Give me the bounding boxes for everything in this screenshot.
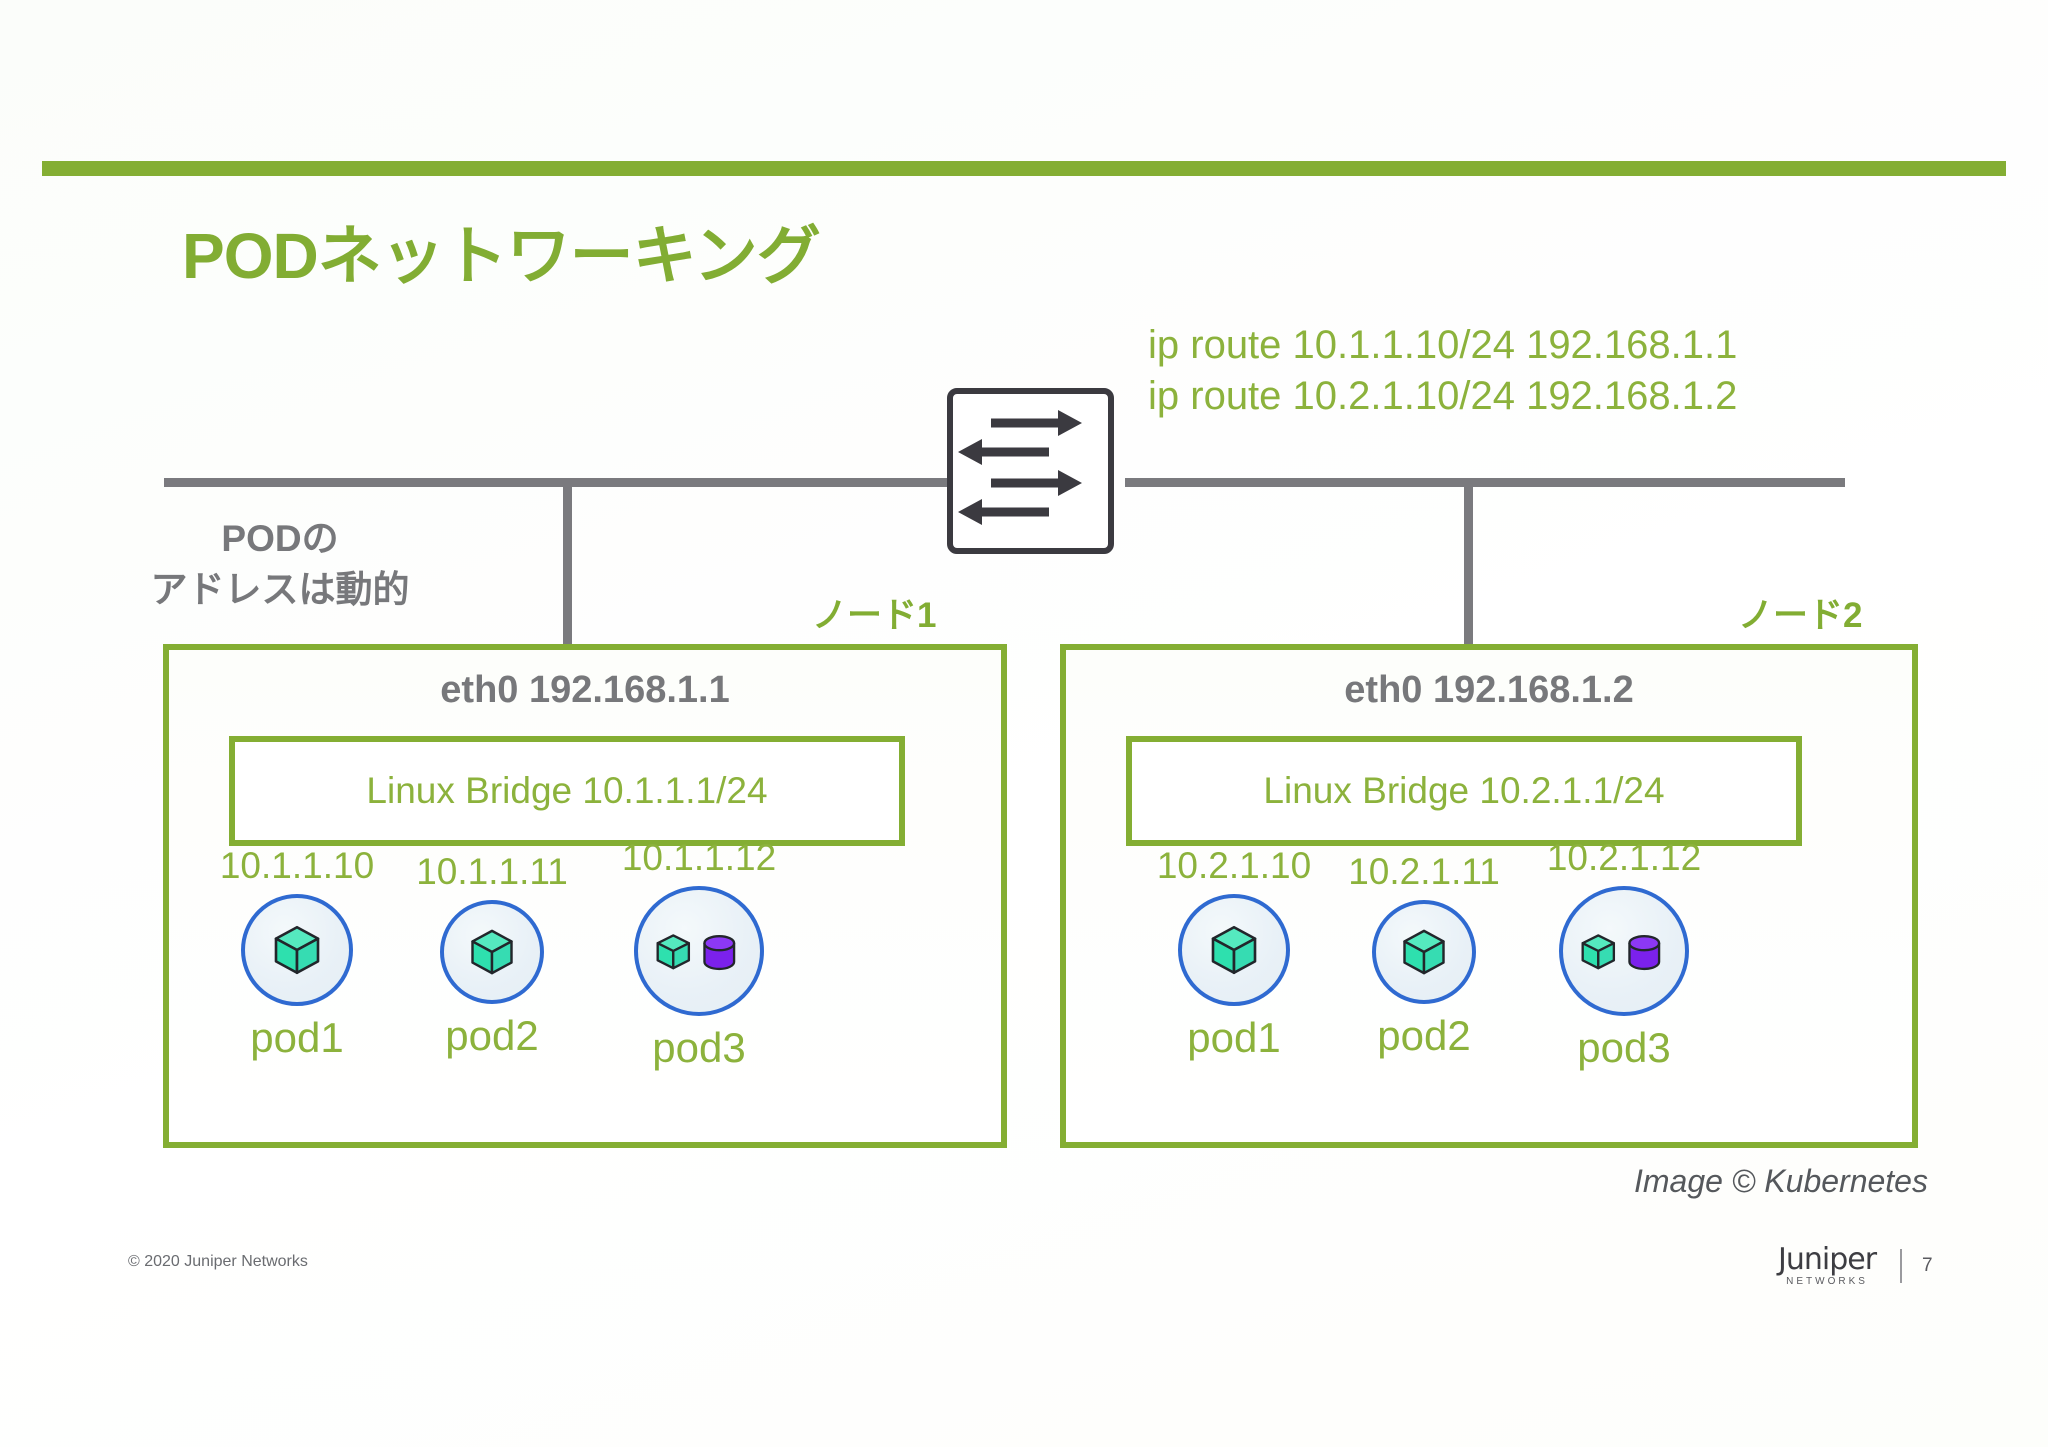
network-bus-left — [164, 478, 954, 487]
node2-pod-3-ip: 10.2.1.12 — [1546, 837, 1702, 878]
node2-pod-1-name: pod1 — [1187, 1014, 1281, 1061]
node1-pod-3-circle — [634, 886, 764, 1016]
copyright-notice: © 2020 Juniper Networks — [128, 1253, 308, 1270]
node2-pod-2: 10.2.1.11 pod2 — [1314, 852, 1534, 1058]
cube-and-volume-icon — [1581, 934, 1661, 971]
node1-pod-2: 10.1.1.11 pod2 — [382, 852, 602, 1058]
juniper-brand-sub: NETWORKS — [1786, 1276, 1868, 1287]
node-box-1: eth0 192.168.1.1 Linux Bridge 10.1.1.1/2… — [163, 644, 1007, 1148]
node1-pod-1-name: pod1 — [250, 1014, 344, 1061]
cube-icon — [471, 929, 513, 975]
node1-pod-list: 10.1.1.10 pod1 10.1.1.11 — [169, 838, 1001, 1126]
page-number: 7 — [1922, 1255, 1933, 1276]
node1-eth0-label: eth0 192.168.1.1 — [440, 669, 730, 711]
node2-pod-2-circle — [1372, 900, 1476, 1004]
node2-linux-bridge: Linux Bridge 10.2.1.1/24 — [1126, 736, 1802, 846]
route-command-line-2: ip route 10.2.1.10/24 192.168.1.2 — [1148, 374, 1738, 418]
node1-pod-2-name: pod2 — [445, 1012, 539, 1059]
router-icon — [947, 388, 1114, 554]
route-commands: ip route 10.1.1.10/24 192.168.1.1 ip rou… — [1148, 320, 1737, 422]
header-rule — [42, 161, 2006, 176]
route-command-line-1: ip route 10.1.1.10/24 192.168.1.1 — [1148, 323, 1738, 367]
node1-pod-3: 10.1.1.12 pod3 — [589, 838, 809, 1070]
juniper-logo: Juniper NETWORKS 7 — [1778, 1245, 1933, 1287]
node2-bridge-label: Linux Bridge 10.2.1.1/24 — [1263, 770, 1665, 811]
node2-pod-3: 10.2.1.12 pod3 — [1514, 838, 1734, 1070]
page-title: PODネットワーキング — [182, 220, 821, 292]
node2-pod-3-circle — [1559, 886, 1689, 1016]
node-box-2: eth0 192.168.1.2 Linux Bridge 10.2.1.1/2… — [1060, 644, 1918, 1148]
juniper-brand-name: Juniper — [1778, 1242, 1877, 1277]
node1-pod-1-ip: 10.1.1.10 — [219, 845, 375, 886]
cube-icon — [1211, 925, 1257, 975]
node-label-1: ノード1 — [812, 596, 937, 635]
footer-divider — [1900, 1249, 1903, 1283]
image-credit: Image © Kubernetes — [1634, 1163, 1928, 1199]
node2-pod-2-ip: 10.2.1.11 — [1348, 851, 1500, 892]
node1-pod-1: 10.1.1.10 pod1 — [187, 846, 407, 1060]
juniper-wordmark: Juniper NETWORKS — [1778, 1242, 1877, 1287]
node1-linux-bridge: Linux Bridge 10.1.1.1/24 — [229, 736, 905, 846]
node1-pod-2-circle — [440, 900, 544, 1004]
node2-pod-1-ip: 10.2.1.10 — [1156, 845, 1312, 886]
node2-eth0-label: eth0 192.168.1.2 — [1344, 669, 1634, 711]
node2-pod-2-name: pod2 — [1377, 1012, 1471, 1059]
node2-pod-list: 10.2.1.10 pod1 10.2.1.11 — [1066, 838, 1912, 1126]
cube-and-volume-icon — [656, 934, 736, 971]
node2-pod-3-name: pod3 — [1577, 1024, 1671, 1071]
node-label-2: ノード2 — [1738, 596, 1863, 635]
pod-note-line-1: PODの — [221, 518, 339, 559]
node1-uplink-line — [563, 478, 572, 647]
pod-note-line-2: アドレスは動的 — [150, 569, 410, 610]
node2-pod-1-circle — [1178, 894, 1290, 1006]
node1-bridge-label: Linux Bridge 10.1.1.1/24 — [366, 770, 768, 811]
node2-pod-1: 10.2.1.10 pod1 — [1124, 846, 1344, 1060]
node2-uplink-line — [1464, 478, 1473, 647]
node1-pod-3-name: pod3 — [652, 1024, 746, 1071]
network-bus-right — [1125, 478, 1845, 487]
cube-icon — [274, 925, 320, 975]
node1-pod-3-ip: 10.1.1.12 — [621, 837, 777, 878]
node1-pod-2-ip: 10.1.1.11 — [416, 851, 568, 892]
pod-address-note: PODの アドレスは動的 — [90, 513, 470, 615]
cube-icon — [1403, 929, 1445, 975]
node1-pod-1-circle — [241, 894, 353, 1006]
